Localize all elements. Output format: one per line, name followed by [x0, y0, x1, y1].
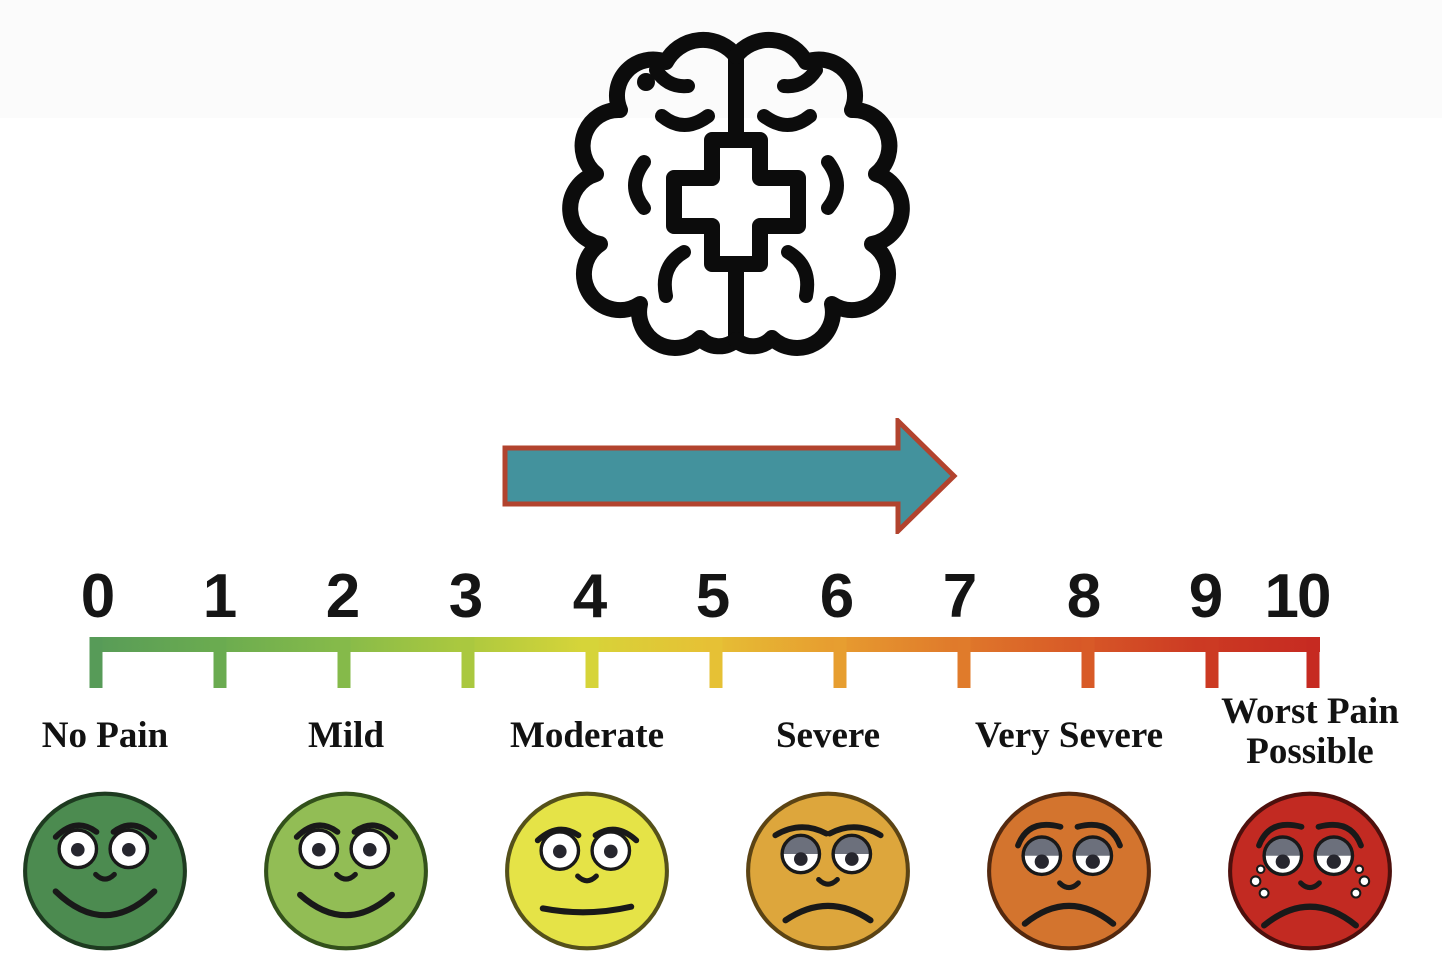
brain-dot [637, 73, 655, 91]
scale-tick-mark [461, 637, 475, 688]
pain-face-very-severe-icon [984, 786, 1154, 956]
brain-left-hemisphere [562, 31, 744, 356]
scale-tick-mark [89, 637, 103, 688]
scale-number-7: 7 [942, 562, 978, 631]
scale-number-3: 3 [448, 562, 484, 631]
pain-level-label-severe: Severe [775, 715, 881, 756]
pain-face-severe-icon [743, 786, 913, 956]
brain-medical-icon [560, 6, 920, 388]
pain-level-label-no-pain: No Pain [41, 715, 169, 756]
right-arrow-icon [502, 415, 958, 537]
scale-number-4: 4 [572, 562, 608, 631]
brain-gyri-squiggles [628, 63, 844, 303]
scale-gradient-bar [90, 637, 1320, 652]
pain-face-no-pain-icon [20, 786, 190, 956]
brain-right-hemisphere [728, 31, 910, 356]
tear-drops [1249, 864, 1371, 899]
pain-level-label-very-severe: Very Severe [974, 715, 1164, 756]
scale-tick-mark [1205, 637, 1219, 688]
scale-number-2: 2 [325, 562, 361, 631]
scale-tick-mark [1081, 637, 1095, 688]
pain-level-label-mild: Mild [307, 715, 385, 756]
scale-number-1: 1 [202, 562, 238, 631]
scale-number-6: 6 [819, 562, 855, 631]
scale-number-10: 10 [1264, 562, 1332, 631]
scale-number-8: 8 [1066, 562, 1102, 631]
scale-tick-mark [213, 637, 227, 688]
pain-face-mild-icon [261, 786, 431, 956]
pain-level-label-moderate: Moderate [509, 715, 665, 756]
scale-tick-mark [337, 637, 351, 688]
pain-face-moderate-icon [502, 786, 672, 956]
scale-tick-mark [585, 637, 599, 688]
pain-face-worst-pain-icon [1225, 786, 1395, 956]
scale-tick-mark [1306, 637, 1320, 688]
background-band [0, 0, 1442, 118]
scale-number-0: 0 [80, 562, 116, 631]
medical-cross-icon [666, 132, 806, 272]
scale-number-9: 9 [1188, 562, 1224, 631]
scale-tick-mark [833, 637, 847, 688]
scale-number-5: 5 [695, 562, 731, 631]
scale-tick-mark [957, 637, 971, 688]
scale-tick-mark [709, 637, 723, 688]
pain-level-label-worst-pain: Worst Pain Possible [1221, 691, 1399, 772]
arrow-shape [502, 415, 958, 537]
